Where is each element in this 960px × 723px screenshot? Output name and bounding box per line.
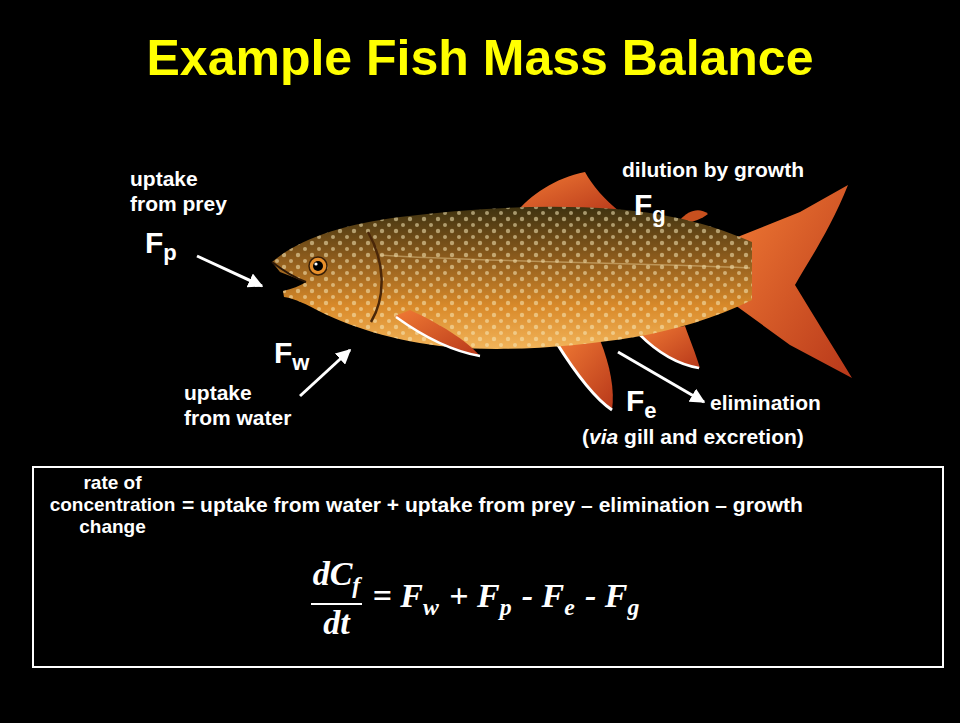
- flux-description: uptake from water: [184, 380, 297, 430]
- math-subscript: w: [423, 594, 439, 620]
- fin-edge: [556, 342, 612, 410]
- fraction-numerator: dCf: [311, 556, 363, 605]
- equation-box: rate of concentration change= uptake fro…: [32, 466, 944, 668]
- math-group: - Fg: [585, 577, 639, 621]
- flux-subscript: g: [652, 202, 665, 227]
- flux-subscript: w: [292, 350, 309, 375]
- math-subscript: e: [564, 594, 575, 620]
- math-term: = F: [372, 577, 423, 614]
- flux-symbol: Fp: [145, 226, 177, 270]
- eye-highlight: [314, 262, 317, 265]
- flux-subscript: p: [163, 240, 176, 265]
- flux-letter: F: [145, 226, 163, 259]
- fraction: dCfdt: [311, 556, 363, 641]
- math-term: dC: [313, 555, 353, 592]
- flux-letter: F: [634, 188, 652, 221]
- pelvic-fin: [555, 340, 613, 410]
- fin-edge: [639, 334, 699, 368]
- math-subscript: f: [352, 572, 360, 598]
- math-term: dt: [323, 605, 349, 641]
- quantity-label: rate of concentration change: [46, 472, 179, 538]
- word-equation: = uptake from water + uptake from prey –…: [182, 493, 803, 517]
- tail-fin: [735, 185, 852, 378]
- flux-symbol: Fe: [626, 384, 657, 428]
- flux-note-italic: via: [589, 425, 618, 448]
- math-group: - Fe: [522, 577, 575, 621]
- math-group: = Fw: [372, 577, 438, 621]
- math-subscript: p: [500, 594, 512, 620]
- math-term: - F: [522, 577, 565, 614]
- fin-edge: [396, 317, 480, 356]
- math-group: + Fp: [449, 577, 511, 621]
- flux-description: elimination: [710, 390, 821, 415]
- leader-arrow: [197, 256, 262, 286]
- flux-symbol: Fw: [274, 336, 309, 380]
- flux-subscript: e: [644, 398, 656, 423]
- flux-note-part: (: [582, 425, 589, 448]
- flux-description: dilution by growth: [622, 157, 804, 182]
- math-equation: dCfdt= Fw+ Fp- Fe- Fg: [34, 556, 916, 641]
- flux-letter: F: [274, 336, 292, 369]
- fish-eye: [309, 257, 327, 275]
- math-term: - F: [585, 577, 628, 614]
- flux-description: uptake from prey: [130, 166, 241, 216]
- mouth-line: [272, 262, 306, 282]
- flux-note: (via gill and excretion): [582, 424, 804, 449]
- flux-symbol: Fg: [634, 188, 666, 232]
- gill-cover: [368, 232, 382, 322]
- fish-spots: [270, 200, 760, 360]
- pectoral-fin: [395, 310, 480, 356]
- math-subscript: g: [627, 594, 639, 620]
- flux-letter: F: [626, 384, 644, 417]
- math-term: + F: [449, 577, 500, 614]
- slide-title: Example Fish Mass Balance: [0, 28, 960, 88]
- lateral-line: [380, 255, 750, 268]
- flux-note-part: gill and excretion): [624, 425, 804, 448]
- fish-pupil: [313, 261, 323, 271]
